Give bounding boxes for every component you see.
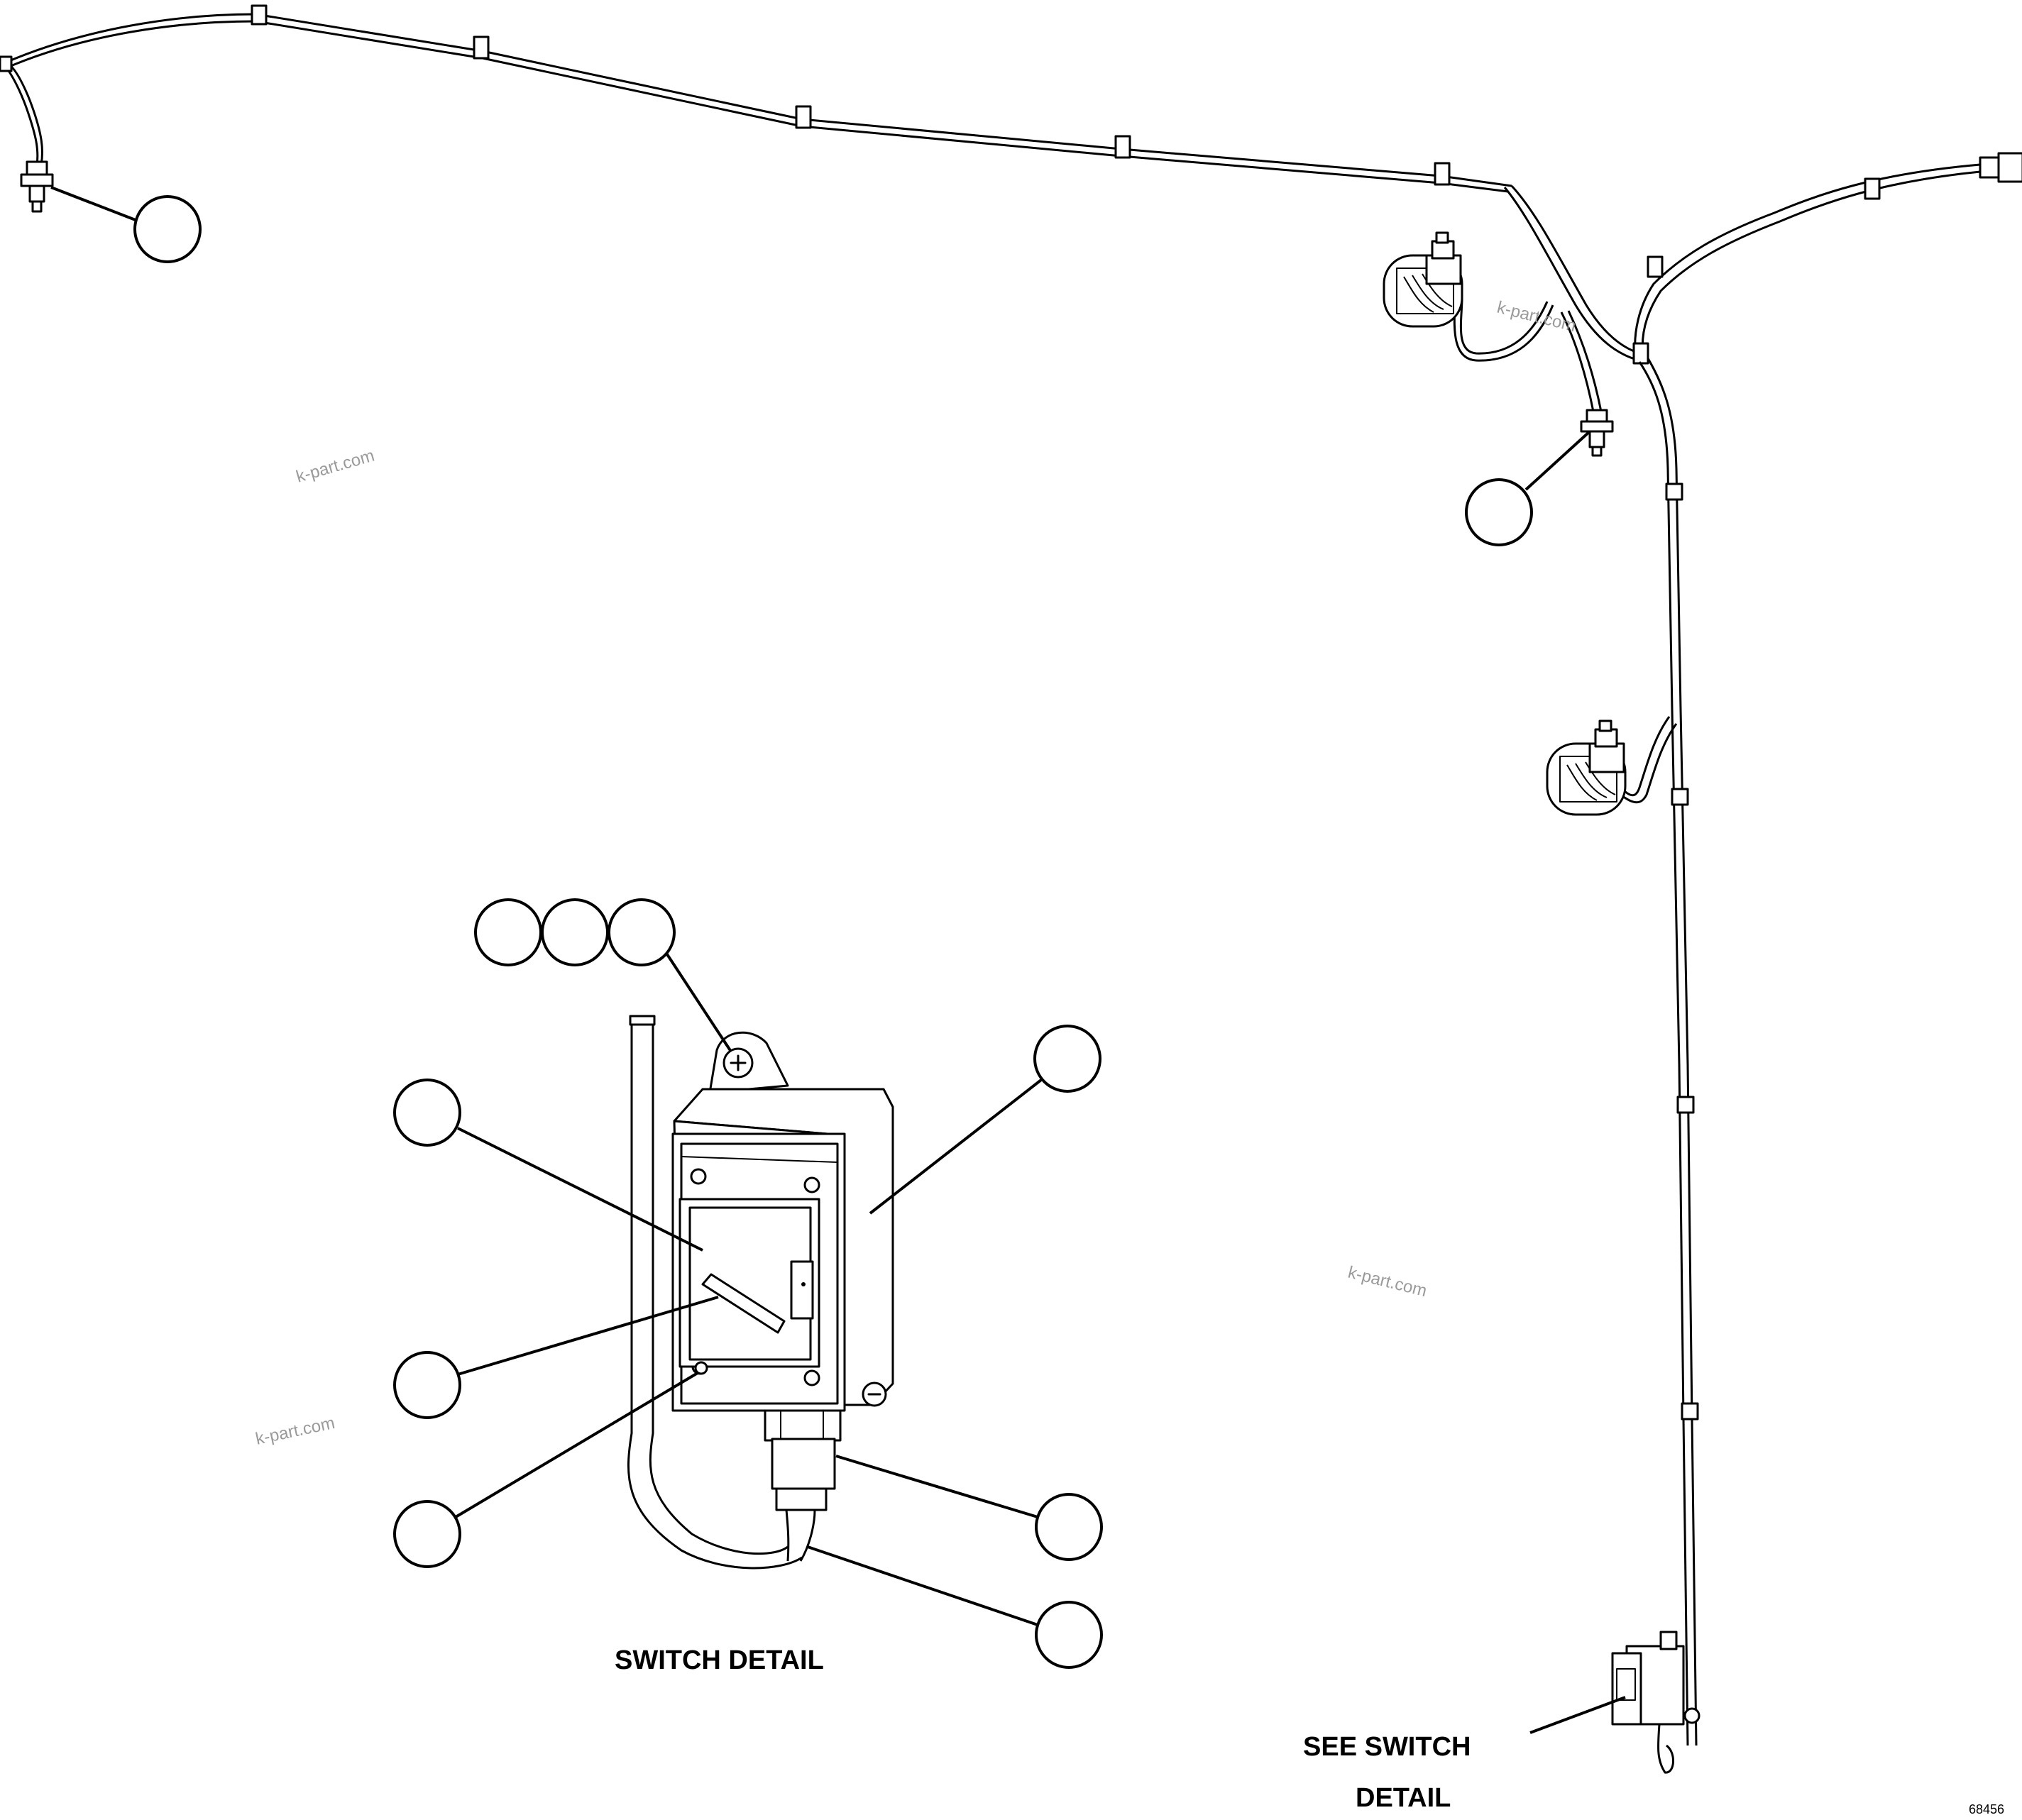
drawing-number: 68456	[1969, 1802, 2004, 1816]
top-harness	[0, 4, 1512, 263]
work-lamp-icon	[1546, 719, 1627, 816]
callout-balloon	[608, 898, 676, 966]
callout-balloon	[1035, 1601, 1103, 1669]
wire-clip-icon	[1864, 177, 1881, 200]
watermark: k-part.com	[1346, 1263, 1429, 1301]
callout-balloon	[393, 1500, 461, 1568]
callout-balloon	[393, 1351, 461, 1419]
see-switch-detail-label-line2: DETAIL	[1356, 1783, 1451, 1813]
callout-balloon	[1465, 478, 1533, 546]
work-lamp-icon	[1383, 231, 1463, 328]
wire-clip-icon	[795, 105, 812, 129]
wire-clip-icon	[1681, 1402, 1699, 1421]
wire-clip-icon	[1665, 482, 1683, 501]
watermark: k-part.com	[1495, 298, 1578, 336]
callout-balloon	[133, 195, 202, 263]
callout-balloon	[541, 898, 609, 966]
watermark: k-part.com	[294, 446, 376, 487]
wire-clip-icon	[1671, 788, 1689, 806]
switch-callouts	[393, 898, 1103, 1669]
connector-icon	[1979, 152, 2022, 183]
screw-icon	[1683, 1707, 1700, 1724]
see-switch-detail-label: SEE SWITCH	[1303, 1732, 1471, 1762]
wire-clip-icon	[1434, 162, 1451, 186]
wire-clip-icon	[1647, 255, 1664, 278]
watermark: k-part.com	[254, 1413, 336, 1449]
callout-balloon	[1035, 1493, 1103, 1561]
callout-balloon	[1033, 1025, 1101, 1093]
callout-balloon	[474, 898, 542, 966]
wire-clip-icon	[1114, 135, 1131, 159]
wire-clip-icon	[473, 35, 490, 60]
connector-icon	[0, 55, 54, 213]
wire-clip-icon	[1632, 342, 1649, 365]
connector-icon	[1580, 409, 1614, 457]
switch-box-icon	[1611, 1631, 1700, 1774]
wire-clip-icon	[251, 4, 268, 26]
wire-clip-icon	[1676, 1096, 1695, 1114]
right-harness	[1453, 152, 2022, 1746]
callout-balloon	[393, 1079, 461, 1147]
switch-detail-label: SWITCH DETAIL	[615, 1645, 824, 1675]
screw-icon	[862, 1381, 887, 1407]
screw-icon	[722, 1047, 754, 1079]
switch-detail	[627, 1015, 894, 1570]
